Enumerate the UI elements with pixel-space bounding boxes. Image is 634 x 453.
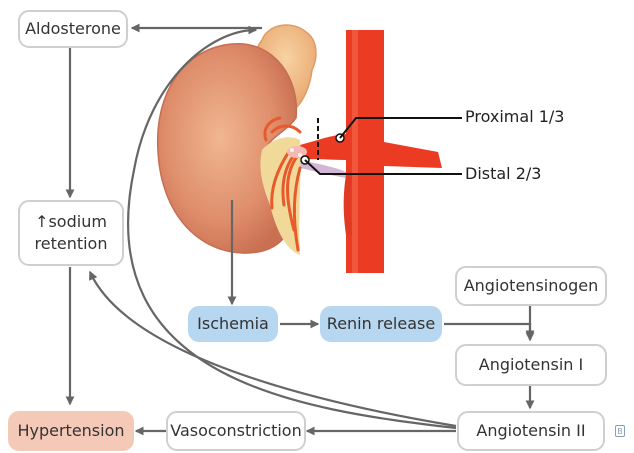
aldosterone-label: Aldosterone: [25, 18, 121, 40]
proximal-label: Proximal 1/3: [465, 107, 564, 126]
hypertension-label: Hypertension: [17, 420, 124, 442]
vasoconstriction-box: Vasoconstriction: [166, 411, 306, 451]
angiotensin-2-label: Angiotensin II: [476, 420, 585, 442]
angiotensin-1-box: Angiotensin I: [455, 344, 607, 386]
distal-label: Distal 2/3: [465, 164, 541, 183]
ischemia-label: Ischemia: [197, 313, 269, 335]
aldosterone-box: Aldosterone: [18, 10, 128, 48]
arrow-angiotensin2-to-sodium: [90, 272, 456, 426]
kidney-illustration: [158, 25, 462, 273]
angiotensinogen-label: Angiotensinogen: [464, 275, 599, 297]
brand-logo: B: [615, 425, 625, 437]
vasoconstriction-label: Vasoconstriction: [170, 420, 301, 442]
hypertension-box: Hypertension: [8, 411, 134, 451]
aorta: [346, 30, 384, 273]
renin-release-label: Renin release: [327, 313, 435, 335]
ischemia-box: Ischemia: [188, 306, 278, 342]
arrow-renin-to-chain: [444, 324, 530, 338]
angiotensin-2-box: Angiotensin II: [457, 411, 605, 451]
angiotensinogen-box: Angiotensinogen: [455, 266, 607, 306]
sodium-retention-label: ↑sodium retention: [35, 211, 108, 254]
renin-release-box: Renin release: [320, 306, 442, 342]
angiotensin-1-label: Angiotensin I: [479, 354, 583, 376]
sodium-retention-box: ↑sodium retention: [18, 200, 124, 266]
